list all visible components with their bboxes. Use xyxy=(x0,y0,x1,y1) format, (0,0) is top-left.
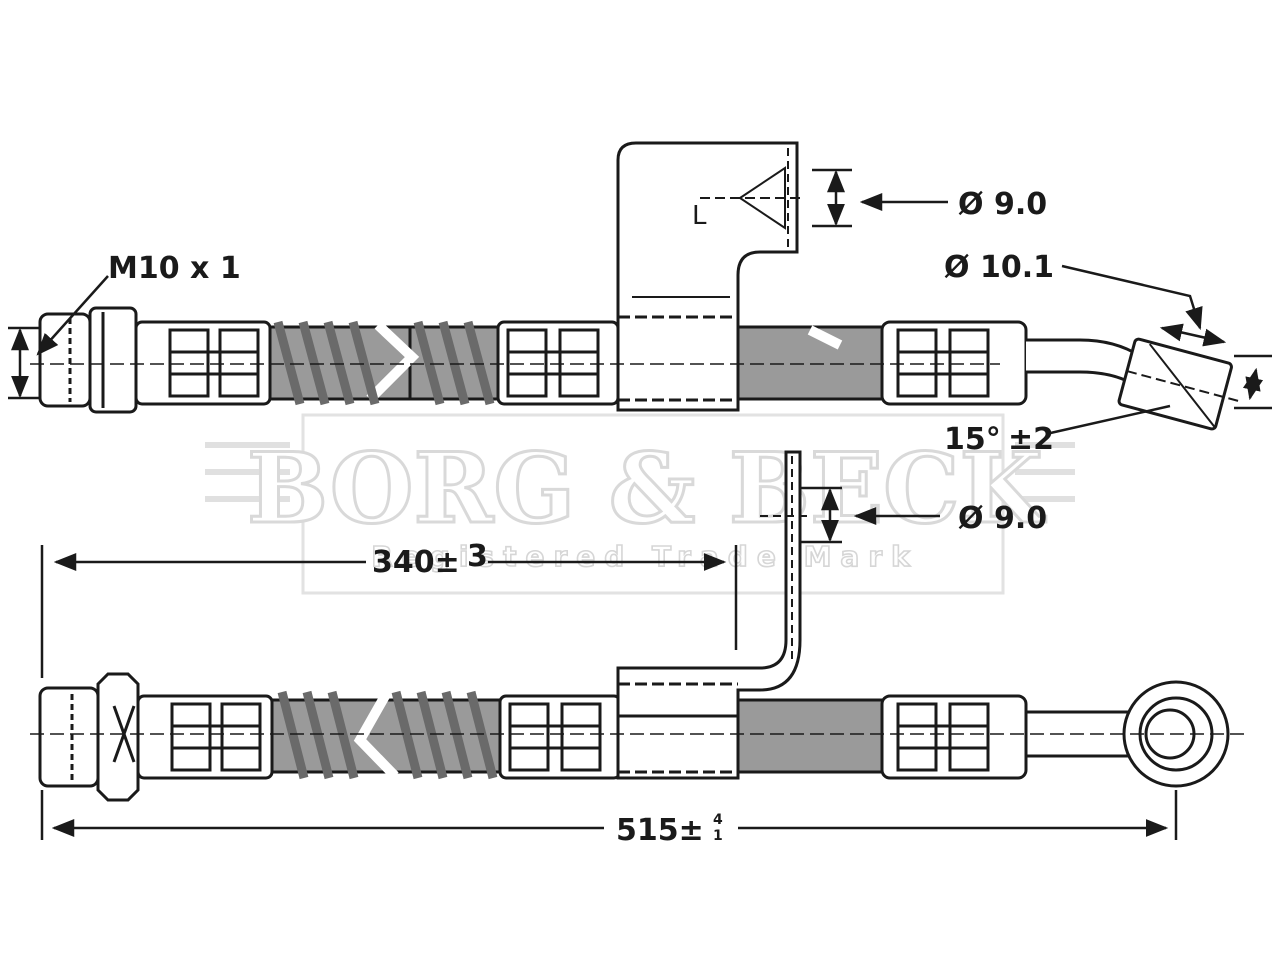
bottom-ferrule-right xyxy=(880,694,1028,780)
bottom-left-nut xyxy=(38,686,100,788)
bracket-side-label: L xyxy=(692,201,707,231)
total-length-tolerance-lower: 1 xyxy=(713,828,723,844)
fitting-diameter-label: Ø 10.1 xyxy=(944,250,1054,285)
watermark: BORG & BECK Registered Trade Mark xyxy=(205,413,1075,595)
total-length-tolerance-upper: 4 xyxy=(713,812,723,828)
short-length-tolerance: 3 xyxy=(467,539,488,574)
top-hose xyxy=(30,141,1239,431)
short-length-label: 340± xyxy=(372,545,460,580)
spring-coil-bottom xyxy=(277,690,498,780)
total-length-label: 515± xyxy=(616,813,704,848)
spring-coil-top xyxy=(273,320,495,406)
top-end-fitting xyxy=(1117,337,1239,431)
watermark-tagline: Registered Trade Mark xyxy=(371,540,919,573)
angle-tolerance-label: ±2 xyxy=(1008,422,1054,457)
bottom-hose xyxy=(30,450,1250,802)
top-ferrule-mid xyxy=(496,320,620,406)
bottom-ferrule-mid xyxy=(498,694,622,780)
bottom-bracket xyxy=(616,450,802,780)
top-bracket xyxy=(616,141,799,412)
top-ferrule-left xyxy=(134,320,272,406)
top-ferrule-right xyxy=(880,320,1028,406)
top-left-nut xyxy=(38,312,92,408)
labels: M10 x 1 Ø 9.0 Ø 10.1 15° ±2 Ø 9.0 L 340±… xyxy=(108,187,1054,848)
top-diameter-label: Ø 9.0 xyxy=(958,187,1047,222)
angle-label: 15° xyxy=(944,422,1001,457)
watermark-brand: BORG & BECK xyxy=(247,432,1047,545)
bottom-ferrule-left xyxy=(136,694,274,780)
dimensions xyxy=(8,168,1272,840)
bottom-diameter-label: Ø 9.0 xyxy=(958,501,1047,536)
thread-label: M10 x 1 xyxy=(108,251,241,286)
